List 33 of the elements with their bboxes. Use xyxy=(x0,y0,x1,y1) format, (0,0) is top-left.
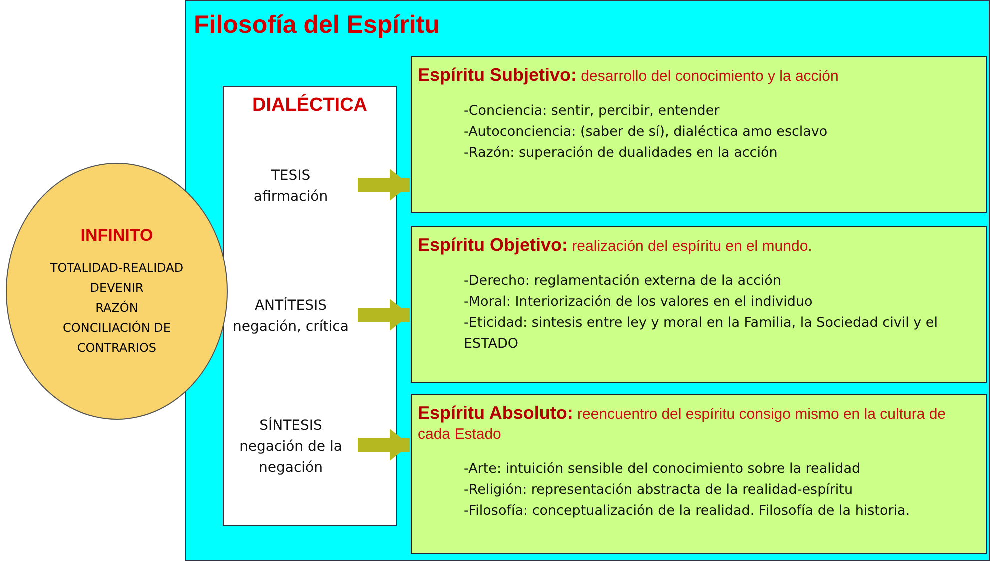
stage-description: afirmación xyxy=(254,188,328,207)
content-box xyxy=(411,226,987,383)
box-heading: Espíritu Subjetivo: desarrollo del conocimiento y la acción xyxy=(418,65,840,87)
content-box xyxy=(411,56,987,213)
list-item: -Eticidad: sintesis entre ley y moral en la Familia, la Sociedad civil y el ESTADO xyxy=(464,314,939,354)
circle-heading: INFINITO xyxy=(80,226,154,246)
block-arrow xyxy=(358,299,410,331)
stage-description: negación de la negación xyxy=(238,438,344,478)
list-item: -Conciencia: sentir, percibir, entender xyxy=(464,102,721,121)
stage-name: SÍNTESIS xyxy=(260,416,322,436)
panel-background xyxy=(185,0,990,561)
circle-text: RAZÓN xyxy=(94,300,140,316)
content-box xyxy=(411,394,987,554)
list-item: -Arte: intuición sensible del conocimiento sobre la realidad xyxy=(464,460,862,479)
column-box xyxy=(223,86,397,526)
stage-name: ANTÍTESIS xyxy=(254,296,328,316)
panel-heading: Filosofía del Espíritu xyxy=(194,11,440,40)
block-arrow xyxy=(358,429,410,461)
box-heading: Espíritu Absoluto: reencuentro del espíritu consigo mismo en la cultura de cada Estado xyxy=(418,403,948,445)
list-item: -Moral: Interiorización de los valores en el individuo xyxy=(464,293,814,312)
block-arrow xyxy=(358,169,410,201)
circle-text: CONCILIACIÓN DE CONTRARIOS xyxy=(62,320,172,356)
circle-text: TOTALIDAD-REALIDAD xyxy=(49,260,185,276)
list-item: -Religión: representación abstracta de la realidad-espíritu xyxy=(464,481,854,500)
stage-description: negación, crítica xyxy=(233,318,349,337)
list-item: -Filosofía: conceptualización de la realidad. Filosofía de la historia. xyxy=(464,502,912,521)
box-heading: Espíritu Objetivo: realización del espíritu en el mundo. xyxy=(418,235,814,257)
stage-name: TESIS xyxy=(271,167,311,186)
list-item: -Autoconciencia: (saber de sí), dialéctica amo esclavo xyxy=(464,123,829,142)
list-item: -Razón: superación de dualidades en la acción xyxy=(464,144,779,163)
list-item: -Derecho: reglamentación externa de la acción xyxy=(464,272,782,291)
column-heading: DIALÉCTICA xyxy=(251,95,369,117)
circle-text: DEVENIR xyxy=(89,280,145,296)
